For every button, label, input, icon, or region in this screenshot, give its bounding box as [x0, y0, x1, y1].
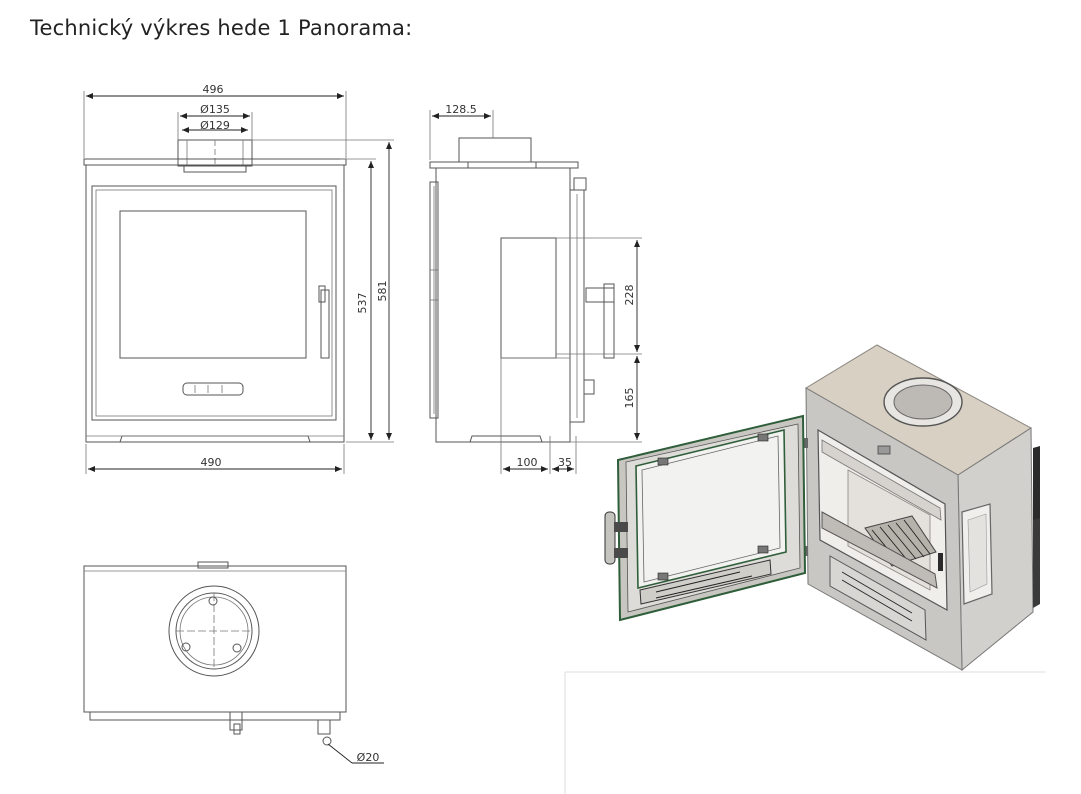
dim-flue-outer: Ø135	[200, 103, 230, 116]
side-inlet-handle	[603, 283, 615, 359]
dim-top-inlet: Ø20	[357, 751, 380, 764]
front-plinth	[85, 420, 345, 443]
side-body	[435, 167, 571, 443]
side-view: 128.5 228 165 100 35	[429, 103, 642, 474]
stove-door-glass	[635, 428, 787, 590]
top-view: Ø20	[83, 561, 384, 764]
stove-isometric-render	[604, 344, 1040, 672]
dim-front-width-top: 496	[203, 83, 224, 96]
stove-ash-door	[829, 555, 927, 641]
top-body	[83, 565, 347, 713]
side-flue	[458, 137, 532, 163]
dim-side-depth-b: 35	[558, 456, 572, 469]
front-handle	[320, 289, 330, 359]
front-glass	[119, 210, 307, 359]
top-front-lip	[89, 711, 341, 721]
dim-side-depth-a: 100	[517, 456, 538, 469]
front-view: 496 Ø135 Ø129 490 581 537	[83, 83, 394, 474]
dim-side-inlet-bottom: 165	[623, 388, 636, 409]
dim-front-width-bottom: 490	[201, 456, 222, 469]
air-control-slider	[182, 382, 244, 396]
top-flue-outer	[168, 585, 260, 677]
dim-height-total: 581	[376, 281, 389, 302]
dim-flue-inner: Ø129	[200, 119, 230, 132]
front-handle-top	[318, 285, 326, 303]
front-door	[91, 185, 337, 421]
dim-height-body: 537	[356, 293, 369, 314]
dim-side-inlet-height: 228	[623, 285, 636, 306]
page-title: Technický výkres hede 1 Panorama:	[30, 16, 413, 40]
front-body	[85, 164, 345, 443]
top-air-inlet	[229, 711, 243, 731]
dim-side-flue-offset: 128.5	[445, 103, 477, 116]
side-inlet-box	[500, 237, 557, 359]
stove-door-handle	[604, 511, 616, 565]
